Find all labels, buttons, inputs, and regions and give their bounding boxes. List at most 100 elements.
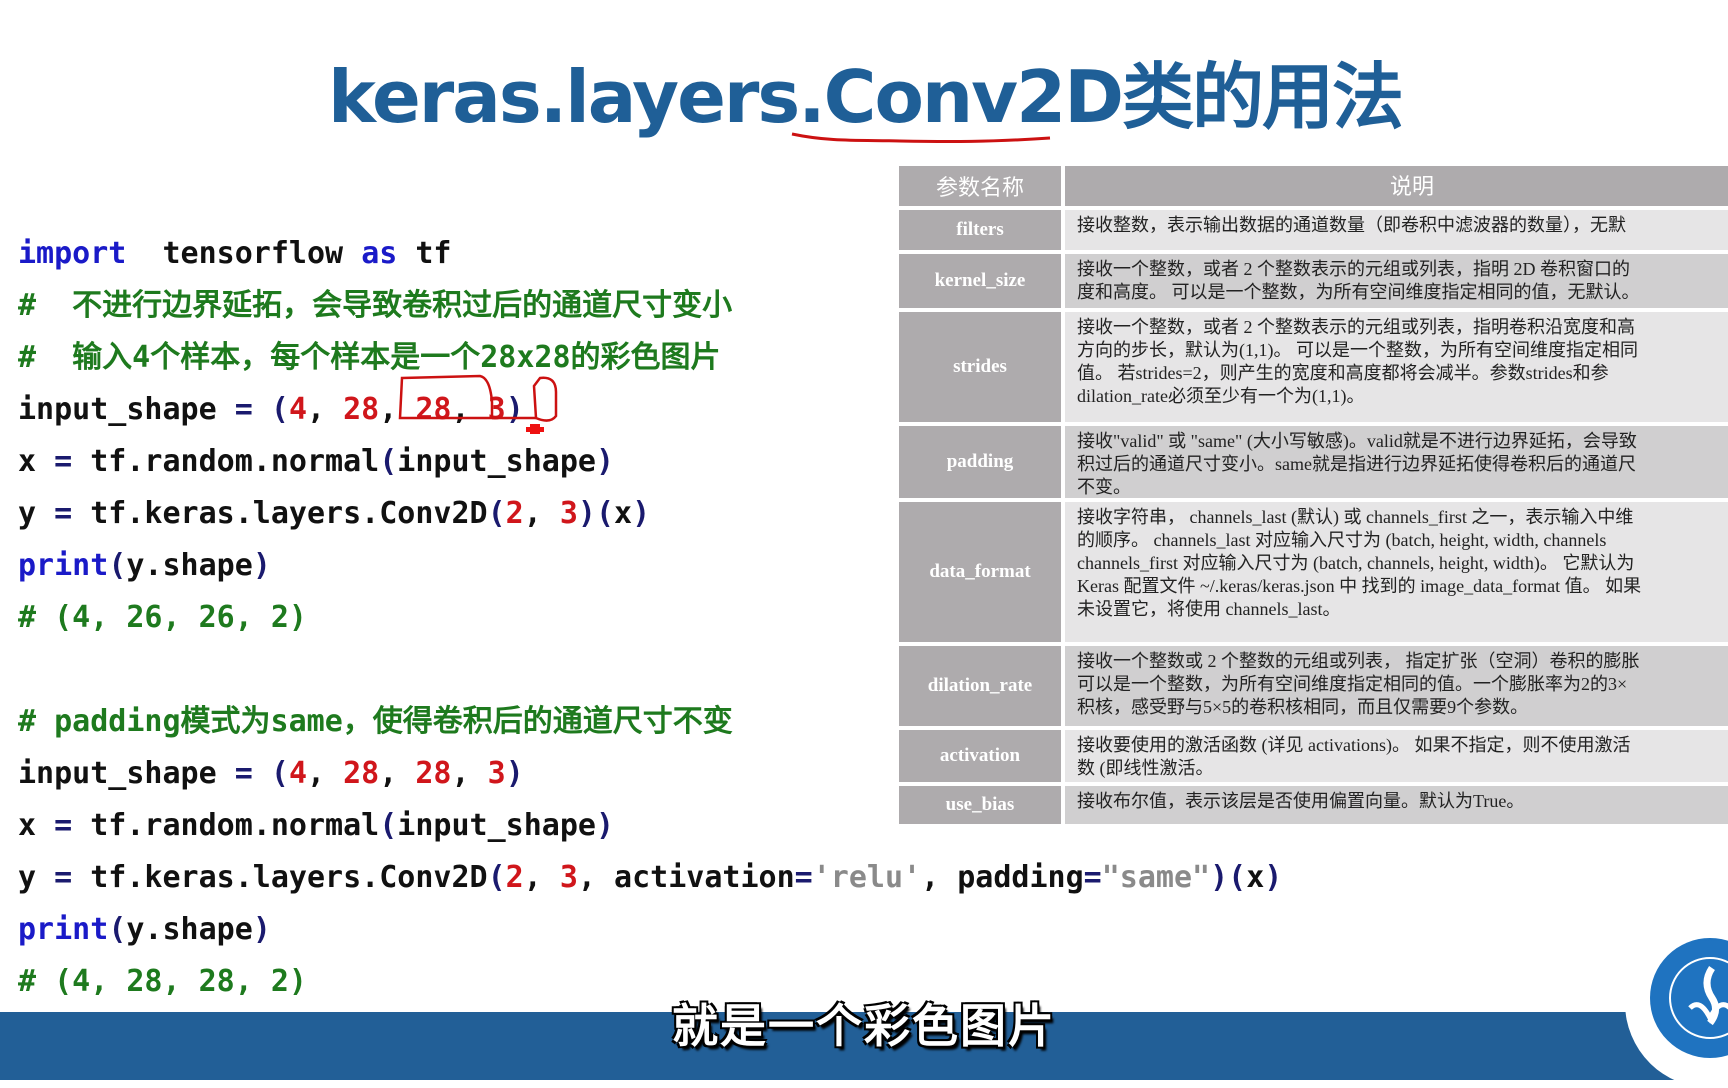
- code-token: 28: [415, 756, 452, 791]
- code-line: # 输入4个样本，每个样本是一个28x28的彩色图片: [18, 332, 1282, 384]
- code-token: # (4, 26, 26, 2): [18, 600, 307, 635]
- code-token: ): [252, 912, 271, 947]
- param-name-cell: dilation_rate: [899, 646, 1061, 726]
- code-token: =: [234, 392, 253, 427]
- code-token: y.shape: [126, 912, 253, 947]
- code-token: tf: [397, 236, 452, 271]
- code-token: ): [505, 756, 524, 791]
- code-token: 28: [343, 392, 380, 427]
- code-token: =: [54, 444, 73, 479]
- code-token: import: [18, 236, 127, 271]
- param-description-cell: 接收整数，表示输出数据的通道数量（即卷积中滤波器的数量），无默: [1065, 210, 1728, 250]
- code-token: (: [379, 444, 398, 479]
- code-token: tensorflow: [126, 236, 362, 271]
- code-token: input_shape: [397, 808, 596, 843]
- code-token: =: [54, 860, 73, 895]
- param-description-cell: 接收一个整数，或者 2 个整数表示的元组或列表，指明卷积沿宽度和高 方向的步长，…: [1065, 312, 1728, 422]
- code-token: 3: [559, 860, 578, 895]
- code-line: print(y.shape): [18, 540, 1282, 592]
- slide-title: keras.layers.Conv2D类的用法: [328, 55, 1404, 139]
- code-token: , activation: [577, 860, 795, 895]
- code-token: =: [54, 808, 73, 843]
- param-name-cell: activation: [899, 730, 1061, 782]
- code-token: )(: [577, 496, 615, 531]
- code-line: x = tf.random.normal(input_shape): [18, 800, 1282, 852]
- code-token: ): [252, 548, 271, 583]
- code-token: tf.keras.layers.Conv2D: [72, 860, 488, 895]
- param-name-cell: strides: [899, 312, 1061, 422]
- code-token: y: [18, 496, 55, 531]
- code-token: input_shape: [18, 756, 235, 791]
- code-token: # 输入4个样本，每个样本是一个28x28的彩色图片: [18, 340, 721, 375]
- code-line: import tensorflow as tf: [18, 228, 1282, 280]
- red-underline-annotation: [791, 132, 1051, 144]
- code-token: ,: [523, 496, 560, 531]
- code-token: 4: [288, 392, 307, 427]
- code-token: [253, 392, 271, 427]
- code-token: x: [18, 808, 55, 843]
- code-token: y.shape: [126, 548, 253, 583]
- table-header-row: 参数名称 说明: [899, 166, 1728, 206]
- param-description-cell: 接收布尔值，表示该层是否使用偏置向量。默认为True。: [1065, 786, 1728, 824]
- code-token: x: [18, 444, 55, 479]
- code-token: input_shape: [397, 444, 596, 479]
- code-token: [253, 756, 271, 791]
- code-token: 3: [487, 756, 506, 791]
- code-token: =: [794, 860, 813, 895]
- code-line: y = tf.keras.layers.Conv2D(2, 3)(x): [18, 488, 1282, 540]
- code-line: # padding模式为same，使得卷积后的通道尺寸不变: [18, 696, 1282, 748]
- code-token: "same": [1101, 860, 1211, 895]
- code-line: # (4, 28, 28, 2): [18, 956, 1282, 1008]
- code-line: print(y.shape): [18, 904, 1282, 956]
- code-token: ): [595, 444, 615, 479]
- param-name-cell: filters: [899, 210, 1061, 250]
- header-param-name: 参数名称: [899, 166, 1061, 206]
- param-description-cell: 接收要使用的激活函数 (详见 activations)。 如果不指定，则不使用激…: [1065, 730, 1728, 782]
- code-line: x = tf.random.normal(input_shape): [18, 436, 1282, 488]
- code-token: (: [379, 808, 398, 843]
- code-token: 3: [559, 496, 578, 531]
- code-token: (: [270, 392, 289, 427]
- code-token: 'relu': [812, 860, 922, 895]
- code-token: ): [1264, 860, 1283, 895]
- param-name-cell: kernel_size: [899, 254, 1061, 308]
- code-token: x: [614, 496, 633, 531]
- code-token: =: [234, 756, 253, 791]
- code-line: input_shape = (4, 28, 28, 3): [18, 748, 1282, 800]
- param-description-cell: 接收字符串， channels_last (默认) 或 channels_fir…: [1065, 502, 1728, 642]
- code-line: # (4, 26, 26, 2): [18, 592, 1282, 644]
- code-token: (: [108, 548, 127, 583]
- code-token: x: [1246, 860, 1265, 895]
- footer-bar: [0, 1012, 1728, 1080]
- param-name-cell: data_format: [899, 502, 1061, 642]
- code-token: (: [270, 756, 289, 791]
- code-token: ,: [307, 756, 344, 791]
- code-token: ,: [451, 756, 488, 791]
- code-token: tf.keras.layers.Conv2D: [72, 496, 488, 531]
- code-token: 28: [343, 756, 380, 791]
- code-token: ,: [379, 756, 416, 791]
- code-token: =: [1083, 860, 1102, 895]
- code-token: , padding: [921, 860, 1084, 895]
- code-token: print: [18, 912, 109, 947]
- code-token: input_shape: [18, 392, 235, 427]
- param-name-cell: use_bias: [899, 786, 1061, 824]
- code-token: ): [595, 808, 615, 843]
- code-token: )(: [1210, 860, 1247, 895]
- code-token: =: [54, 496, 73, 531]
- code-token: 28: [415, 392, 452, 427]
- video-subtitle: 就是一个彩色图片: [672, 999, 1056, 1053]
- code-token: 2: [505, 860, 524, 895]
- code-token: ,: [379, 392, 416, 427]
- code-token: tf.random.normal: [72, 808, 380, 843]
- param-description-cell: 接收一个整数，或者 2 个整数表示的元组或列表，指明 2D 卷积窗口的 度和高度…: [1065, 254, 1728, 308]
- code-line: y = tf.keras.layers.Conv2D(2, 3, activat…: [18, 852, 1282, 904]
